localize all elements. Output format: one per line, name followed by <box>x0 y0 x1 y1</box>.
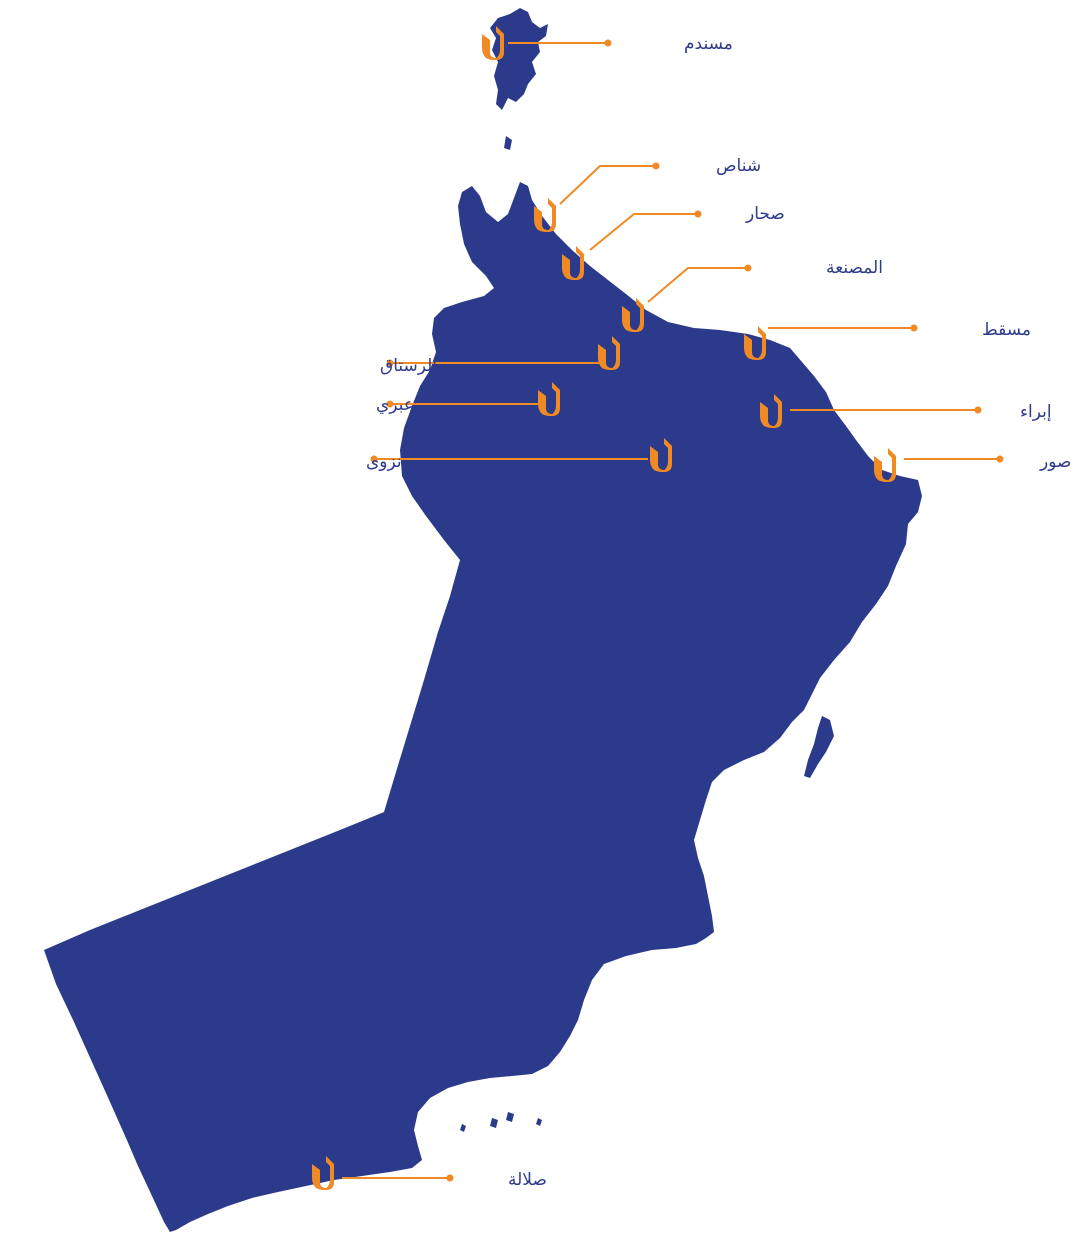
city-label-musandam: مسندم <box>684 34 733 54</box>
islet-4 <box>536 1118 542 1126</box>
location-sur[interactable]: صور <box>874 448 1071 482</box>
islet-1 <box>460 1124 466 1132</box>
masirah-island <box>804 716 834 778</box>
branch-logo-icon <box>598 336 620 370</box>
islet-3 <box>506 1112 514 1122</box>
city-label-ibri: عبري <box>376 395 414 415</box>
leader-dot <box>694 210 702 218</box>
city-label-sohar: صحار <box>745 204 785 224</box>
city-label-muscat: مسقط <box>982 320 1031 340</box>
leader-dot <box>386 359 394 367</box>
city-label-sur: صور <box>1039 452 1071 472</box>
leader-dot <box>910 324 918 332</box>
leader-line <box>647 267 748 303</box>
branch-logo-icon <box>534 198 556 232</box>
city-label-nizwa: نزوى <box>366 452 402 472</box>
city-label-musannah: المصنعة <box>826 258 883 278</box>
branch-logo-icon <box>538 382 560 416</box>
branch-logo-icon <box>312 1156 334 1190</box>
location-rustaq[interactable]: الرستاق <box>380 336 620 376</box>
islet-2 <box>490 1118 498 1128</box>
leader-line <box>559 165 656 205</box>
leader-line <box>589 213 698 251</box>
location-ibri[interactable]: عبري <box>376 382 560 416</box>
branch-logo-icon <box>562 246 584 280</box>
location-shinas[interactable]: شناص <box>534 156 761 232</box>
leader-dot <box>604 39 612 47</box>
locations-layer: مسندم شناص صحار المصنعة مسقط الرستاق عبري نزوى إ… <box>312 26 1071 1190</box>
leader-dot <box>370 455 378 463</box>
musandam-islet <box>504 136 512 150</box>
location-muscat[interactable]: مسقط <box>744 320 1031 360</box>
branch-logo-icon <box>760 394 782 428</box>
city-label-ibra: إبراء <box>1020 402 1052 422</box>
branch-logo-icon <box>744 326 766 360</box>
leader-dot <box>386 400 394 408</box>
branch-logo-icon <box>874 448 896 482</box>
city-label-rustaq: الرستاق <box>380 356 437 376</box>
leader-dot <box>974 406 982 414</box>
leader-dot <box>744 264 752 272</box>
location-nizwa[interactable]: نزوى <box>366 438 672 472</box>
mainland <box>44 182 922 1232</box>
city-label-salalah: صلالة <box>508 1170 547 1190</box>
location-musandam[interactable]: مسندم <box>482 26 733 60</box>
location-sohar[interactable]: صحار <box>562 204 785 280</box>
location-musannah[interactable]: المصنعة <box>622 258 883 332</box>
branch-logo-icon <box>650 438 672 472</box>
leader-dot <box>446 1174 454 1182</box>
location-ibra[interactable]: إبراء <box>760 394 1052 428</box>
location-salalah[interactable]: صلالة <box>312 1156 547 1190</box>
branch-logo-icon <box>482 26 504 60</box>
leader-dot <box>996 455 1004 463</box>
leader-dot <box>652 162 660 170</box>
branch-logo-icon <box>622 298 644 332</box>
city-label-shinas: شناص <box>716 156 761 176</box>
musandam-land <box>490 8 548 110</box>
